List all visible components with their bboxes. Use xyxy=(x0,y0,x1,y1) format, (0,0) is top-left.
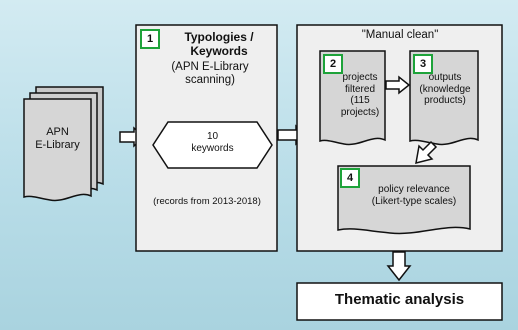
step-3-badge: 3 xyxy=(413,54,433,74)
library-label: APN E-Library xyxy=(24,126,91,151)
step-1-badge: 1 xyxy=(140,29,160,49)
arrow-projects-to-outputs xyxy=(385,75,411,95)
arrow-outputs-to-policy xyxy=(415,140,438,165)
policy-doc-shape xyxy=(337,165,471,235)
library-label-line1: APN xyxy=(46,126,69,138)
thematic-analysis-box xyxy=(296,282,503,321)
typology-title-line1: Typologies / xyxy=(184,30,254,44)
outputs-doc-shape xyxy=(409,50,479,146)
thematic-analysis-label: Thematic analysis xyxy=(334,291,465,308)
projects-line2: filtered xyxy=(344,83,375,95)
typology-subtitle: (APN E-Library scanning) xyxy=(152,61,268,87)
policy-relevance-text: policy relevance (Likert-type scales) xyxy=(360,184,468,207)
keywords-word: keywords xyxy=(191,142,234,154)
typology-title-line2: Keywords xyxy=(190,43,248,58)
outputs-line1: outputs xyxy=(428,72,462,83)
step-2-badge: 2 xyxy=(323,54,343,74)
projects-filtered-text: projects filtered (115 projects) xyxy=(332,72,388,118)
policy-line1: policy relevance xyxy=(378,184,450,195)
outputs-line3: products) xyxy=(424,95,466,106)
step-4-badge: 4 xyxy=(340,168,360,188)
projects-line1: projects xyxy=(342,72,378,83)
projects-doc-shape xyxy=(319,50,386,146)
keywords-label: 10 keywords xyxy=(165,131,260,154)
projects-line4: projects) xyxy=(340,106,380,118)
manual-clean-title: "Manual clean" xyxy=(361,29,439,41)
arrow-to-thematic xyxy=(386,251,412,282)
typology-title: Typologies / Keywords xyxy=(164,30,274,59)
outputs-text: outputs (knowledge products) xyxy=(412,72,478,107)
policy-line2: (Likert-type scales) xyxy=(371,195,457,207)
keywords-hexagon xyxy=(152,121,273,169)
projects-line3: (115 xyxy=(350,95,370,106)
keywords-count: 10 xyxy=(206,131,219,142)
library-label-line2: E-Library xyxy=(35,138,80,151)
doc-stack-front xyxy=(23,98,92,202)
typology-subtitle-line2: scanning) xyxy=(185,74,235,87)
outputs-line2: (knowledge xyxy=(419,83,471,95)
records-range: (records from 2013-2018) xyxy=(153,196,261,207)
typology-subtitle-line1: (APN E-Library xyxy=(171,61,249,73)
